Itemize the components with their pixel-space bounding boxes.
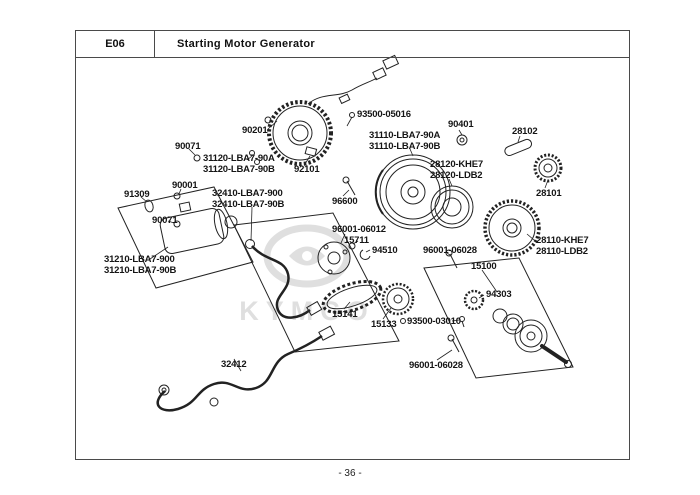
kymco-watermark: KYMCO [239, 224, 368, 326]
part-label: 15133 [371, 319, 397, 330]
part-label: 15100 [471, 261, 497, 272]
part-label: 93500-03010 [407, 316, 461, 327]
parts-art [117, 54, 574, 412]
part-label: 90001 [172, 180, 198, 191]
sprocket [381, 282, 415, 316]
stator-assembly [193, 54, 400, 166]
part-label: 15711 [344, 235, 369, 246]
driven-gear [483, 199, 541, 257]
clutch-cover [317, 241, 371, 275]
starter-cable [245, 239, 323, 319]
part-label: 31210-LBA7-900 [104, 254, 175, 265]
part-label: 94510 [372, 245, 398, 256]
part-label: 28110-KHE7 [536, 235, 589, 246]
pump-group-outline [423, 257, 574, 379]
leader-lines [140, 116, 549, 372]
part-label: 31120-LBA7-90B [203, 164, 275, 175]
part-label: 96001-06028 [423, 245, 477, 256]
part-label: 96001-06012 [332, 224, 386, 235]
part-label: 90401 [448, 119, 474, 130]
part-label: 31210-LBA7-90B [104, 265, 177, 276]
part-label: 28120-LDB2 [430, 170, 483, 181]
bolt-96001-06028-a [445, 249, 458, 269]
part-label: 15141 [332, 309, 358, 320]
part-label: 28101 [536, 188, 562, 199]
part-label: 94303 [486, 289, 512, 300]
part-label: 90201 [242, 125, 268, 136]
bolt-96600 [342, 176, 356, 196]
starter-motor [144, 192, 238, 255]
part-label: 90071 [175, 141, 201, 152]
ground-cable [156, 325, 336, 412]
cam-chain [321, 280, 383, 314]
part-label: 28110-LDB2 [536, 246, 588, 257]
chain-group-outline [233, 212, 400, 353]
part-label: 31110-LBA7-90B [369, 141, 441, 152]
part-label: 32410-LBA7-900 [212, 188, 283, 199]
part-label: 31120-LBA7-90A [203, 153, 275, 164]
part-label: 32412 [221, 359, 247, 370]
part-label: 93500-05016 [357, 109, 411, 120]
part-label: 32410-LBA7-90B [212, 199, 285, 210]
part-label: 96600 [332, 196, 358, 207]
part-label: 90071 [152, 215, 178, 226]
page-number: - 36 - [338, 468, 362, 479]
part-label: 92101 [294, 164, 320, 175]
part-label: 28120-KHE7 [430, 159, 483, 170]
oil-pump-assembly [400, 289, 572, 368]
part-label: 91309 [124, 189, 150, 200]
part-label: 96001-06028 [409, 360, 463, 371]
part-label: 31110-LBA7-90A [369, 130, 441, 141]
bolt-96001-06028-b [447, 334, 460, 353]
motor-group-outline [117, 186, 254, 289]
part-label: 28102 [512, 126, 538, 137]
